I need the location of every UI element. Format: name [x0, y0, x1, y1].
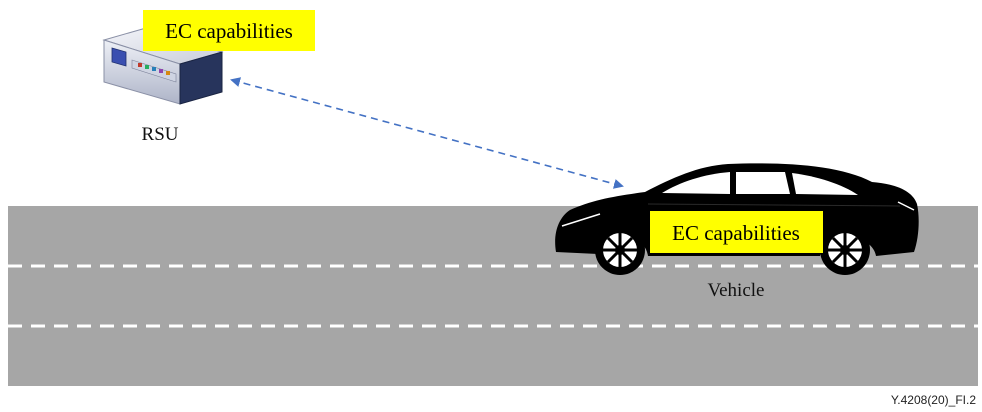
rsu-label: RSU: [142, 124, 179, 145]
front-wheel: [595, 225, 645, 275]
rsu-ec-badge-text: EC capabilities: [165, 19, 293, 43]
figure-id: Y.4208(20)_FI.2: [891, 393, 976, 407]
vehicle-label: Vehicle: [708, 280, 765, 301]
vehicle-ec-badge-text: EC capabilities: [672, 221, 800, 245]
rsu-ec-badge: EC capabilities: [143, 10, 315, 51]
communication-link-arrow: [232, 80, 622, 186]
rear-wheel: [820, 225, 870, 275]
vehicle-ec-badge: EC capabilities: [650, 211, 823, 253]
